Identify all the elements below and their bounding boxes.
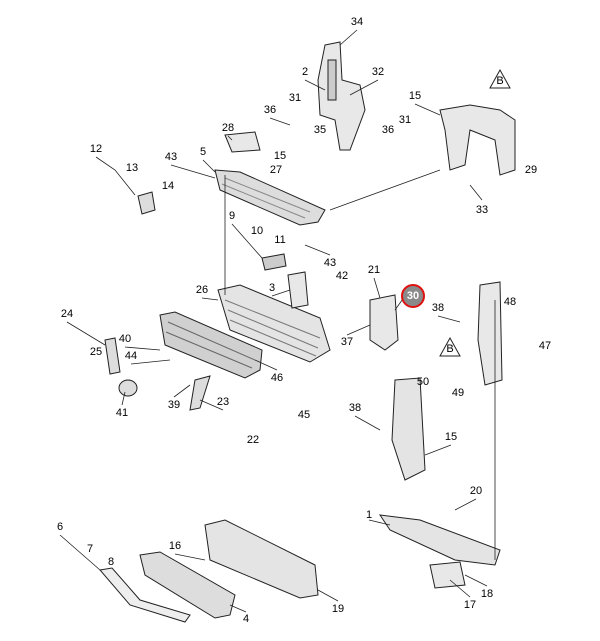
upper-bracket-part [317,41,366,151]
lower-bumper-support-part [204,519,319,599]
lower-trim-part [99,567,191,623]
reference-marker-b-top [489,68,511,89]
right-bracket-part [439,104,516,176]
callout-30-highlighted[interactable]: 30 [401,284,425,308]
callout-15[interactable]: 15 [408,90,422,102]
upper-grille-part [214,169,326,226]
callout-47[interactable]: 47 [538,340,552,352]
callout-49[interactable]: 49 [451,387,465,399]
callout-31[interactable]: 31 [398,114,412,126]
callout-1[interactable]: 1 [365,509,373,521]
latch-part [287,271,309,309]
callout-29[interactable]: 29 [524,164,538,176]
callout-5[interactable]: 5 [199,146,207,158]
callout-43[interactable]: 43 [323,257,337,269]
center-support-part [391,377,426,481]
grille-insert-part [159,311,263,379]
callout-31[interactable]: 31 [288,92,302,104]
callout-16[interactable]: 16 [168,540,182,552]
callout-43[interactable]: 43 [164,151,178,163]
callout-9[interactable]: 9 [228,210,236,222]
grille-bar-part [189,375,211,411]
callout-13[interactable]: 13 [125,162,139,174]
callout-21[interactable]: 21 [367,264,381,276]
callout-42[interactable]: 42 [335,270,349,282]
callout-26[interactable]: 26 [195,284,209,296]
callout-36[interactable]: 36 [263,104,277,116]
callout-10[interactable]: 10 [250,225,264,237]
callout-3[interactable]: 3 [268,282,276,294]
callout-32[interactable]: 32 [371,66,385,78]
callout-12[interactable]: 12 [89,143,103,155]
clip-part [224,131,261,153]
callout-15[interactable]: 15 [273,150,287,162]
reference-label: B [496,75,504,87]
callout-25[interactable]: 25 [89,346,103,358]
callout-38[interactable]: 38 [431,302,445,314]
reference-label: B [446,343,454,355]
grille-frame-part [217,284,331,363]
lower-grille-part [139,551,236,619]
callout-4[interactable]: 4 [242,613,250,625]
callout-28[interactable]: 28 [221,122,235,134]
emblem-clip-part [261,253,287,271]
emblem-part [118,379,138,397]
callout-6[interactable]: 6 [56,521,64,533]
callout-7[interactable]: 7 [86,543,94,555]
callout-45[interactable]: 45 [297,409,311,421]
callout-2[interactable]: 2 [301,66,309,78]
hood-latch-part [369,294,399,351]
callout-39[interactable]: 39 [167,399,181,411]
callout-27[interactable]: 27 [269,164,283,176]
bracket-lower-part [429,561,466,589]
callout-44[interactable]: 44 [124,350,138,362]
callout-41[interactable]: 41 [115,407,129,419]
callout-50[interactable]: 50 [416,376,430,388]
callout-48[interactable]: 48 [503,296,517,308]
leader-lines [59,29,496,613]
lower-tie-bar-part [378,514,501,566]
callout-17[interactable]: 17 [463,599,477,611]
reference-marker-b-mid [439,336,461,357]
callout-35[interactable]: 35 [313,124,327,136]
callout-14[interactable]: 14 [161,180,175,192]
callout-23[interactable]: 23 [216,396,230,408]
callout-8[interactable]: 8 [107,556,115,568]
callout-11[interactable]: 11 [274,234,286,246]
right-support-part [477,281,503,386]
callout-40[interactable]: 40 [118,333,132,345]
callout-18[interactable]: 18 [480,588,494,600]
callout-34[interactable]: 34 [350,16,364,28]
callout-19[interactable]: 19 [331,603,345,615]
callout-24[interactable]: 24 [60,308,74,320]
callout-36[interactable]: 36 [381,124,395,136]
callout-37[interactable]: 37 [340,336,354,348]
callout-46[interactable]: 46 [270,372,284,384]
small-clip-part [137,191,156,215]
callout-20[interactable]: 20 [469,485,483,497]
callout-22[interactable]: 22 [246,434,260,446]
callout-38[interactable]: 38 [348,402,362,414]
callout-15[interactable]: 15 [444,431,458,443]
side-trim-part [104,337,121,375]
callout-33[interactable]: 33 [475,204,489,216]
